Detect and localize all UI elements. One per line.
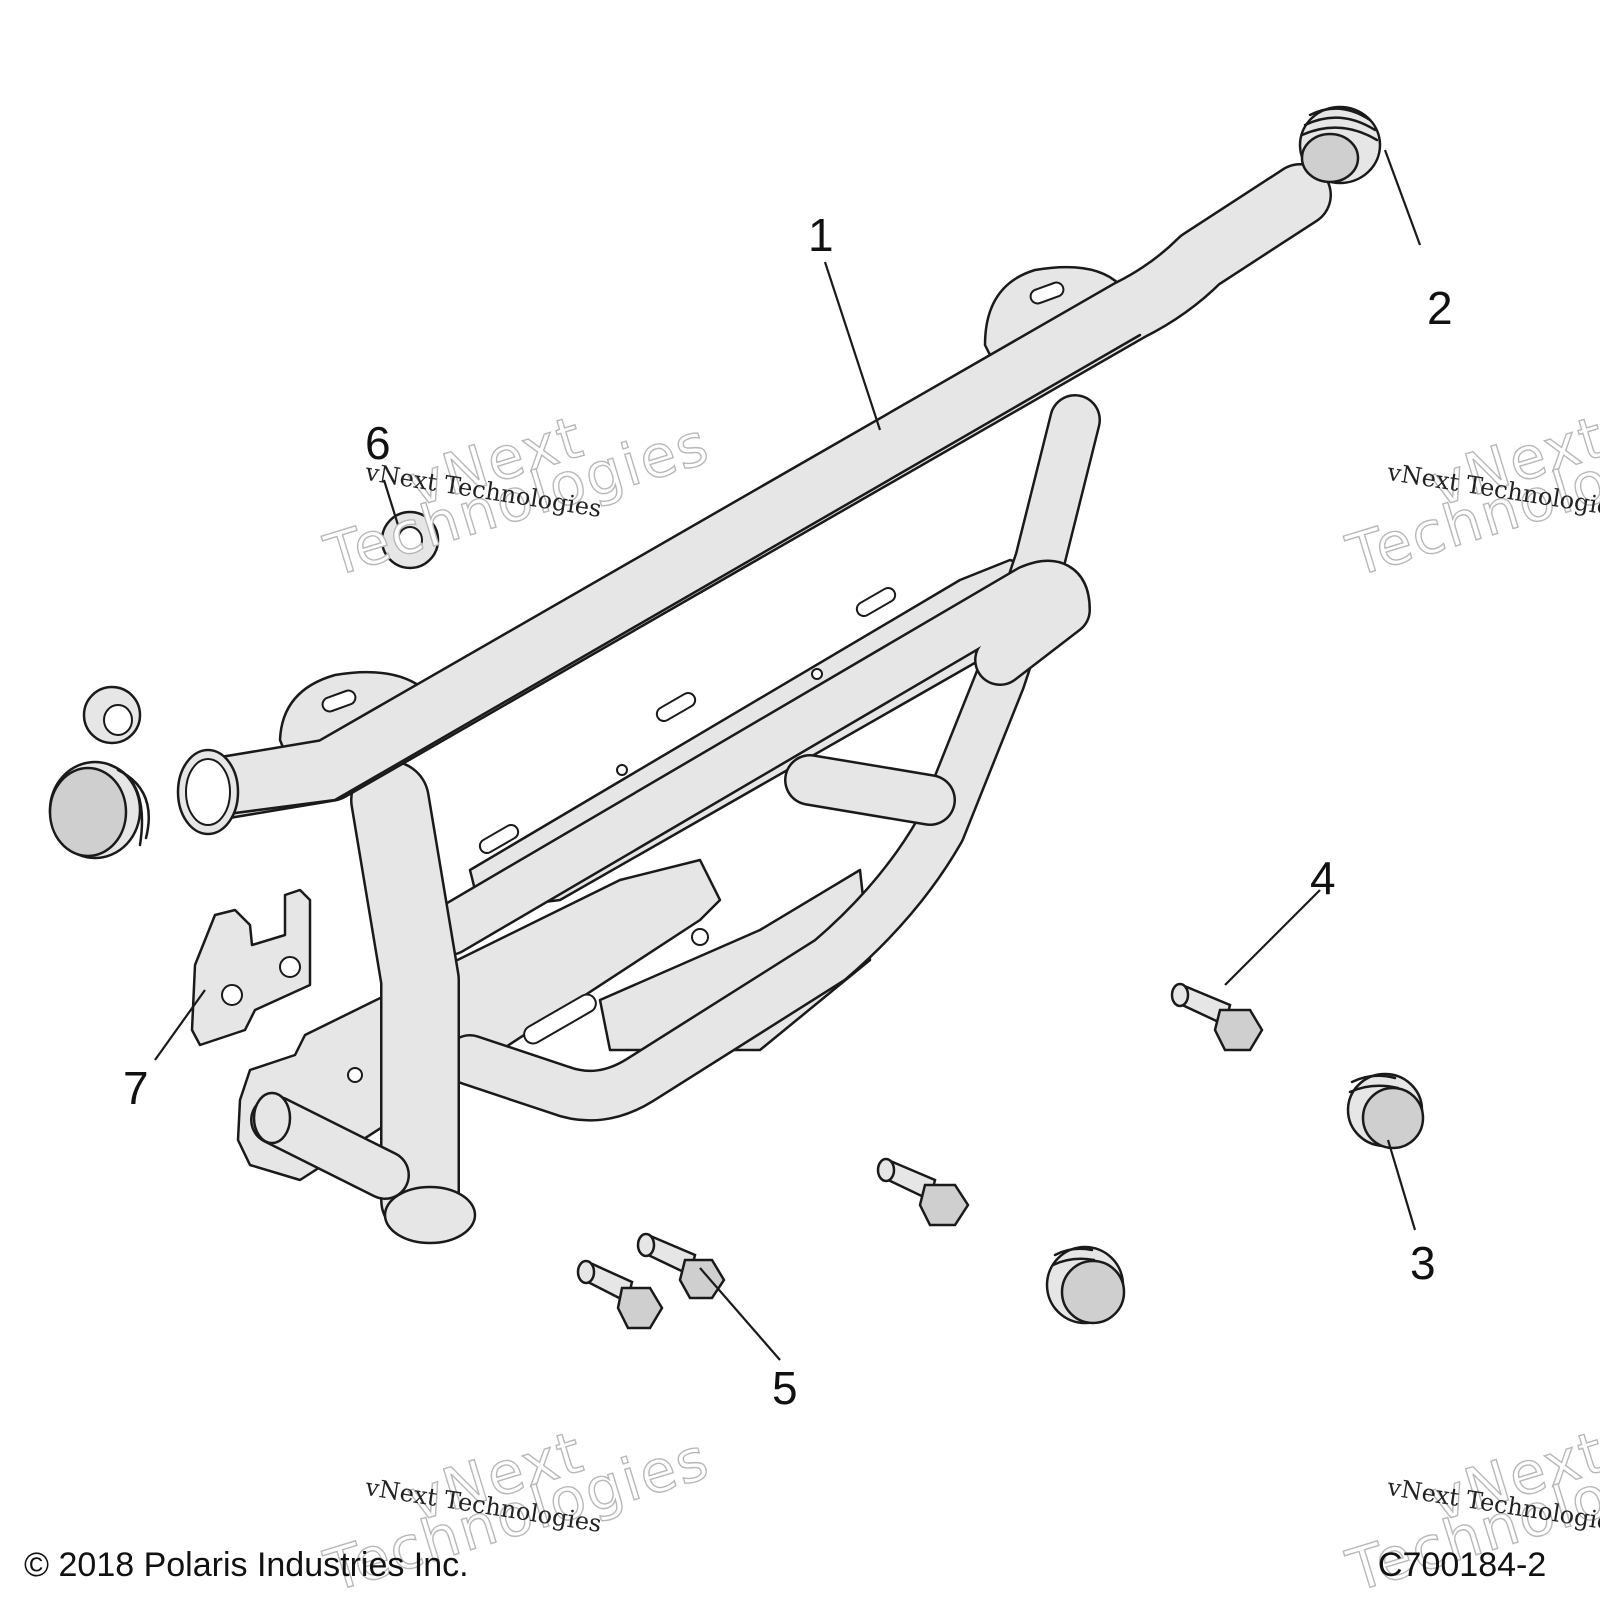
bolt-middle	[876, 1157, 970, 1227]
frame-tube-left-leg	[350, 760, 477, 1245]
plug-bottom	[1045, 1245, 1126, 1325]
frame-tube-main	[176, 163, 1332, 836]
callout-2: 2	[1427, 282, 1453, 334]
callout-5: 5	[772, 1362, 798, 1414]
frame-tube-mid	[424, 559, 1091, 956]
figure-id: C700184-2	[1378, 1546, 1547, 1584]
frame-pin-tube	[250, 1091, 410, 1200]
callout-1: 1	[808, 209, 834, 261]
end-cap-top	[1298, 105, 1382, 185]
callout-7: 7	[123, 1062, 149, 1114]
callout-4: 4	[1310, 852, 1336, 904]
bushing-left	[82, 685, 142, 745]
bolt-part-4	[1170, 982, 1264, 1052]
nut-part-6	[380, 510, 440, 570]
callout-6: 6	[365, 417, 391, 469]
bolt-part-5b	[576, 1259, 664, 1330]
copyright-text: © 2018 Polaris Industries Inc.	[24, 1546, 469, 1584]
bottom-bracket	[236, 858, 722, 1182]
plug-part-3	[1346, 1072, 1425, 1150]
callout-3: 3	[1410, 1237, 1436, 1289]
frame-tube-loop	[444, 394, 1101, 1122]
bolt-part-5a	[636, 1232, 726, 1300]
end-cap-left	[48, 760, 150, 860]
leader-lines	[154, 149, 1422, 1361]
bracket-part-7	[190, 888, 312, 1047]
